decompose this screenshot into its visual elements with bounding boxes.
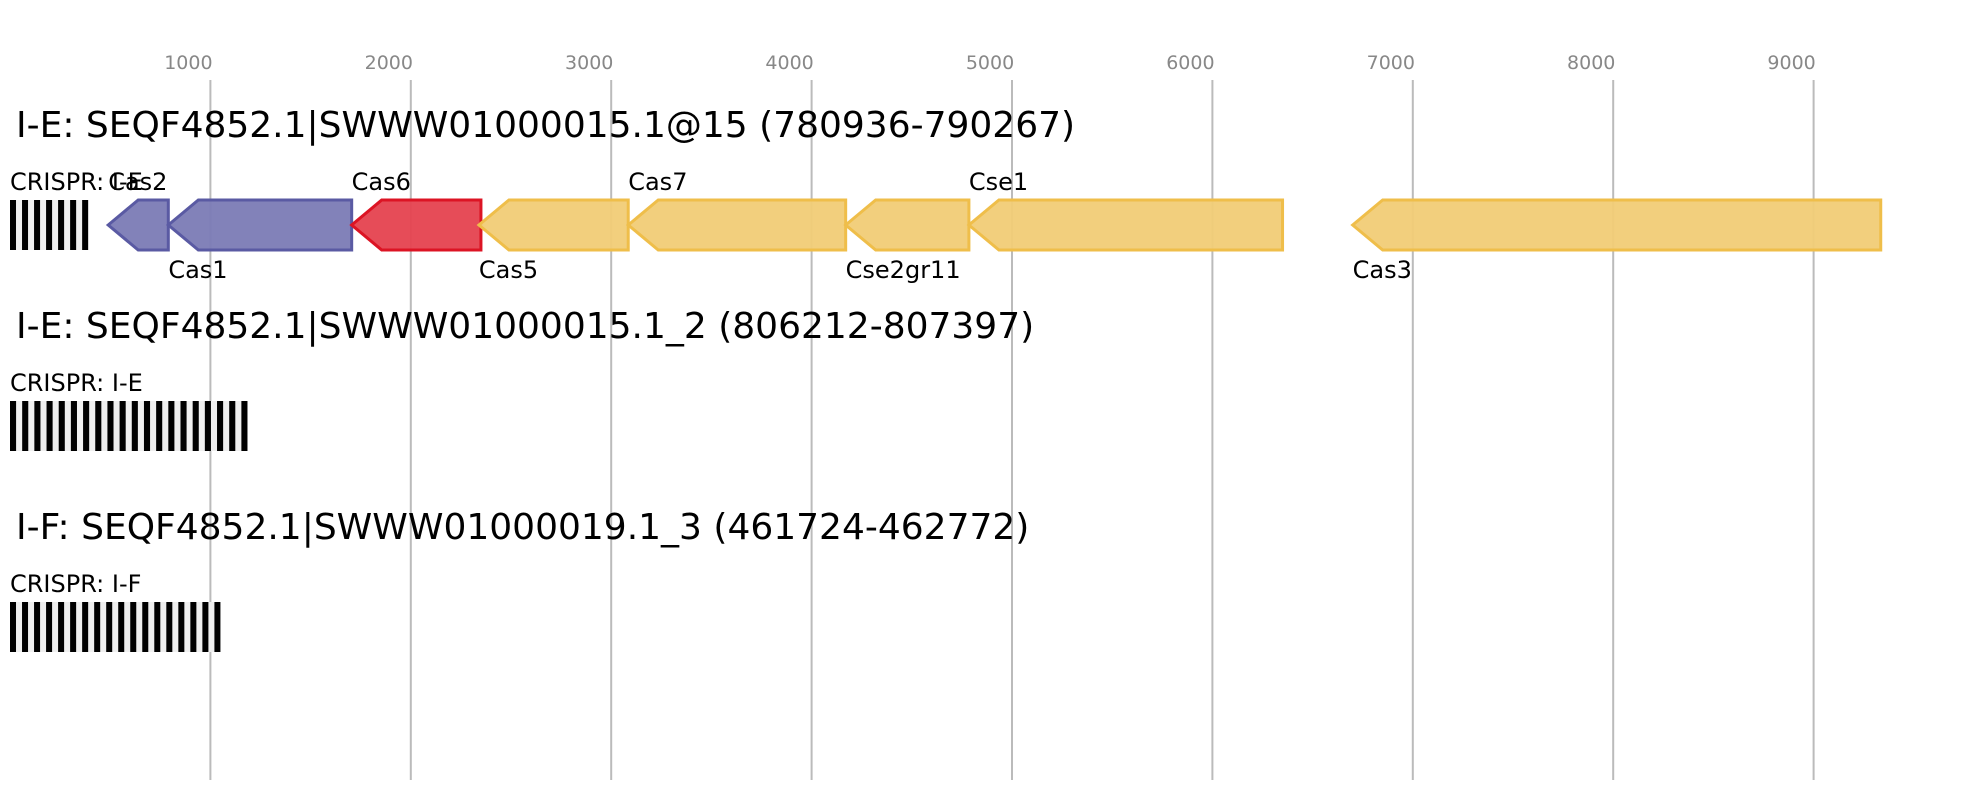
- gene-label-cas5: Cas5: [479, 256, 538, 284]
- crispr-repeat: [168, 401, 175, 451]
- loci: I-E: SEQF4852.1|SWWW01000015.1@15 (78093…: [10, 105, 1883, 652]
- crispr-repeat: [156, 401, 163, 451]
- crispr-repeat: [34, 401, 41, 451]
- crispr-repeat: [142, 602, 149, 652]
- crispr-label: CRISPR: I-E: [10, 168, 143, 196]
- gene-arrow-cas1[interactable]: [165, 198, 354, 252]
- tick-label: 6000: [1166, 52, 1214, 74]
- crispr-label: CRISPR: I-F: [10, 570, 141, 598]
- crispr-repeat: [83, 401, 90, 451]
- crispr-repeat: [190, 602, 197, 652]
- locus: I-E: SEQF4852.1|SWWW01000015.1_2 (806212…: [10, 306, 1034, 451]
- crispr-repeat: [58, 602, 65, 652]
- tick-label: 4000: [765, 52, 813, 74]
- crispr-repeat: [204, 401, 211, 451]
- crispr-repeat: [10, 200, 17, 250]
- crispr-repeat: [70, 401, 77, 451]
- gene-label-cas1: Cas1: [168, 256, 227, 284]
- tick-label: 5000: [966, 52, 1014, 74]
- crispr-repeat: [46, 401, 53, 451]
- crispr-repeat: [241, 401, 248, 451]
- crispr-repeat: [70, 602, 77, 652]
- crispr-repeat: [82, 602, 89, 652]
- crispr-repeat: [82, 200, 89, 250]
- crispr-repeat: [229, 401, 236, 451]
- crispr-repeat: [131, 401, 138, 451]
- gene-arrow-cse1[interactable]: [966, 198, 1285, 252]
- gene-label-cse2gr11: Cse2gr11: [846, 256, 961, 284]
- gene-arrow-cas5[interactable]: [476, 198, 630, 252]
- locus-title: I-F: SEQF4852.1|SWWW01000019.1_3 (461724…: [16, 507, 1029, 548]
- crispr-label: CRISPR: I-E: [10, 369, 143, 397]
- crispr-repeat: [118, 602, 125, 652]
- gene-label-cas6: Cas6: [352, 168, 411, 196]
- crispr-repeat: [217, 401, 224, 451]
- crispr-repeat: [10, 401, 17, 451]
- gene-label-cas2: Cas2: [108, 168, 167, 196]
- crispr-repeat: [22, 401, 29, 451]
- tick-label: 1000: [164, 52, 212, 74]
- crispr-repeat: [180, 401, 187, 451]
- crispr-repeat: [46, 602, 53, 652]
- crispr-repeat: [107, 401, 114, 451]
- crispr-repeat: [95, 401, 102, 451]
- gene-arrow-cas2[interactable]: [105, 198, 170, 252]
- crispr-repeat: [22, 200, 29, 250]
- tick-label: 2000: [365, 52, 413, 74]
- gene-arrow-cas3[interactable]: [1350, 198, 1883, 252]
- axis-tick-labels: 1000 2000 3000 4000 5000 6000 7000 8000 9000: [164, 52, 1816, 74]
- crispr-repeat: [10, 602, 17, 652]
- crispr-repeat: [214, 602, 221, 652]
- gene-label-cse1: Cse1: [969, 168, 1028, 196]
- crispr-repeat: [166, 602, 173, 652]
- crispr-repeat: [58, 401, 65, 451]
- crispr-repeat: [143, 401, 151, 451]
- crispr-repeat: [70, 200, 77, 250]
- locus-title: I-E: SEQF4852.1|SWWW01000015.1@15 (78093…: [16, 105, 1075, 146]
- locus: I-E: SEQF4852.1|SWWW01000015.1@15 (78093…: [10, 105, 1883, 284]
- crispr-repeat: [192, 401, 199, 451]
- crispr-spacer-background: [10, 602, 221, 652]
- gene-arrow-cas7[interactable]: [625, 198, 848, 252]
- locus-title: I-E: SEQF4852.1|SWWW01000015.1_2 (806212…: [16, 306, 1034, 347]
- crispr-spacer-background: [10, 401, 248, 451]
- crispr-array[interactable]: [10, 401, 248, 451]
- crispr-repeat: [202, 602, 209, 652]
- crispr-repeat: [154, 602, 161, 652]
- tick-label: 7000: [1367, 52, 1415, 74]
- crispr-repeat: [130, 602, 137, 652]
- crispr-repeat: [34, 602, 41, 652]
- gene-label-cas7: Cas7: [628, 168, 687, 196]
- crispr-repeat: [34, 200, 41, 250]
- locus: I-F: SEQF4852.1|SWWW01000019.1_3 (461724…: [10, 507, 1029, 652]
- tick-label: 8000: [1567, 52, 1615, 74]
- tick-label: 9000: [1767, 52, 1815, 74]
- crispr-array[interactable]: [10, 200, 89, 250]
- gene-label-cas3: Cas3: [1353, 256, 1412, 284]
- crispr-repeat: [106, 602, 113, 652]
- crispr-repeat: [58, 200, 65, 250]
- crispr-repeat: [94, 602, 101, 652]
- crispr-repeat: [22, 602, 29, 652]
- crispr-array[interactable]: [10, 602, 221, 652]
- crispr-repeat: [46, 200, 53, 250]
- gene-arrow-cas6[interactable]: [349, 198, 483, 252]
- gridlines: [209, 80, 1815, 780]
- crispr-repeat: [178, 602, 185, 652]
- tick-label: 3000: [565, 52, 613, 74]
- gene-arrow-cse2gr11[interactable]: [843, 198, 971, 252]
- crispr-repeat: [119, 401, 126, 451]
